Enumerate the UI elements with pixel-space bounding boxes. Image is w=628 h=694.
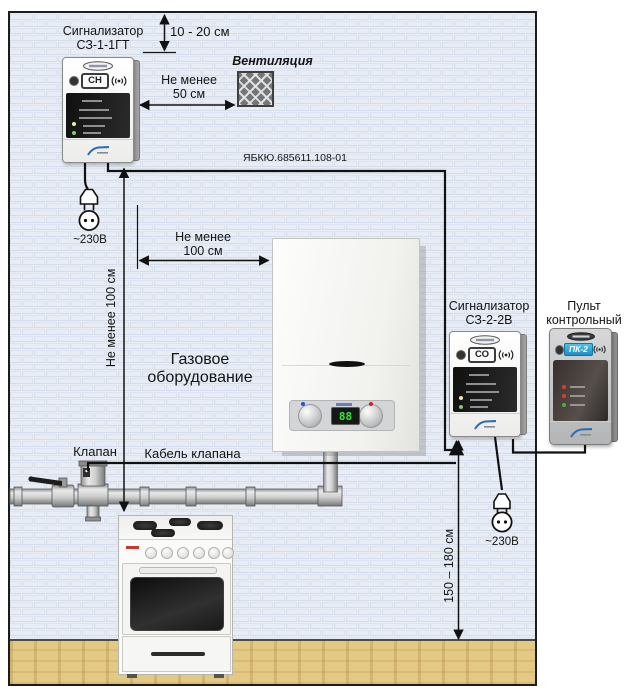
status-led: [459, 396, 463, 400]
valve-label: Клапан: [73, 444, 117, 459]
boiler-vent-slot: [329, 361, 365, 367]
dim-stove-height-label: Не менее 100 см: [104, 268, 119, 368]
burner: [197, 521, 223, 530]
dim-floor-height-label: 150 – 180 см: [442, 528, 457, 603]
dim-equip-gap-line2: 100 см: [183, 243, 223, 258]
annunciator1-label: Сигнализатор СЗ-1-1ГТ: [55, 24, 151, 53]
test-button: [69, 76, 79, 86]
control-panel-label-line1: Пульт: [567, 299, 601, 313]
annunciator2-label: Сигнализатор СЗ-2-2В: [441, 299, 537, 328]
power-led: [562, 403, 566, 407]
annunciator1-label-line1: Сигнализатор: [62, 24, 144, 38]
stove-knob: [161, 547, 173, 559]
burner: [169, 518, 191, 526]
stove-foot: [214, 674, 224, 678]
gas-equipment-line2: оборудование: [147, 368, 253, 386]
dim-equip-gap-line1: Не менее: [175, 230, 231, 244]
stove-foot: [127, 674, 137, 678]
oven-door: [122, 563, 231, 635]
boiler-control-panel: 88: [289, 400, 395, 431]
drawer-slot: [151, 652, 205, 656]
wireless-icon: [593, 345, 606, 354]
power-voltage-label-right: ~230В: [485, 536, 519, 548]
control-panel-device: ПК-2: [549, 328, 618, 445]
annunciator1-label-line2: СЗ-1-1ГТ: [76, 37, 130, 52]
gas-stove: [118, 515, 234, 678]
stove-knob: [222, 547, 234, 559]
manufacturer-logo-icon: [87, 146, 110, 156]
indicator-panel: [553, 360, 608, 422]
oven-handle: [139, 567, 217, 574]
stove-drawer: [122, 636, 231, 672]
status-led: [72, 122, 76, 126]
alarm-led-2: [562, 394, 566, 398]
brand-oval-logo-icon: [470, 335, 500, 345]
oven-window: [130, 577, 224, 631]
power-led: [72, 131, 76, 135]
brand-oval-logo-icon: [566, 332, 595, 341]
dim-vent-gap-label: Не менее 50 см: [156, 73, 222, 102]
control-panel-label-line2: контрольный: [546, 312, 622, 327]
boiler-brand-text: [336, 403, 352, 406]
stove-brand-text: [126, 546, 139, 549]
alarm-led-1: [562, 385, 566, 389]
annunciator2-label-line1: Сигнализатор: [448, 299, 530, 313]
stove-top: [119, 516, 232, 540]
wireless-icon: [498, 350, 514, 360]
burner: [151, 529, 175, 537]
gas-annunciator-co: СО: [449, 331, 527, 437]
power-voltage-label-left: ~230В: [73, 234, 107, 246]
model-badge: ПК-2: [563, 343, 593, 356]
dim-ceiling-gap-label: 10 - 20 см: [170, 24, 230, 39]
test-button: [456, 350, 466, 360]
manufacturer-logo-icon: [569, 428, 592, 438]
cable-code-label: ЯБКЮ.685611.108-01: [243, 152, 347, 164]
dim-vent-gap-line1: Не менее: [161, 73, 217, 87]
control-panel-label: Пульт контрольный: [536, 299, 628, 328]
red-mark: [369, 402, 373, 406]
indicator-panel: [453, 367, 517, 412]
boiler-knob-left: [298, 402, 322, 428]
ventilation-label: Вентиляция: [232, 54, 313, 68]
stove-control-row: [119, 540, 234, 560]
test-button: [555, 344, 564, 355]
dim-equip-gap-label: Не менее 100 см: [168, 230, 238, 259]
dim-vent-gap-line2: 50 см: [172, 86, 206, 101]
gas-equipment-label: Газовое оборудование: [130, 351, 270, 386]
boiler-knob-right: [359, 402, 383, 428]
stove-knob: [177, 547, 189, 559]
floor: [10, 639, 535, 684]
valve-cable-label: Кабель клапана: [144, 446, 241, 461]
gas-type-badge: СО: [467, 347, 496, 363]
stove-knob: [208, 547, 220, 559]
stove-knob: [193, 547, 205, 559]
power-led: [459, 405, 463, 409]
gas-equipment-line1: Газовое: [170, 351, 230, 368]
boiler-display: 88: [331, 407, 360, 425]
gas-boiler: 88: [272, 238, 420, 452]
annunciator2-label-line2: СЗ-2-2В: [465, 312, 513, 327]
wireless-icon: [111, 76, 127, 86]
blue-mark: [301, 402, 305, 406]
gas-type-badge: СН: [81, 73, 109, 89]
indicator-panel: [66, 93, 130, 138]
ventilation-grille: [237, 71, 274, 107]
manufacturer-logo-icon: [474, 420, 497, 430]
burner: [133, 521, 157, 530]
brand-oval-logo-icon: [83, 61, 113, 71]
stove-knob: [145, 547, 157, 559]
gas-annunciator-ch: СН: [62, 57, 140, 163]
